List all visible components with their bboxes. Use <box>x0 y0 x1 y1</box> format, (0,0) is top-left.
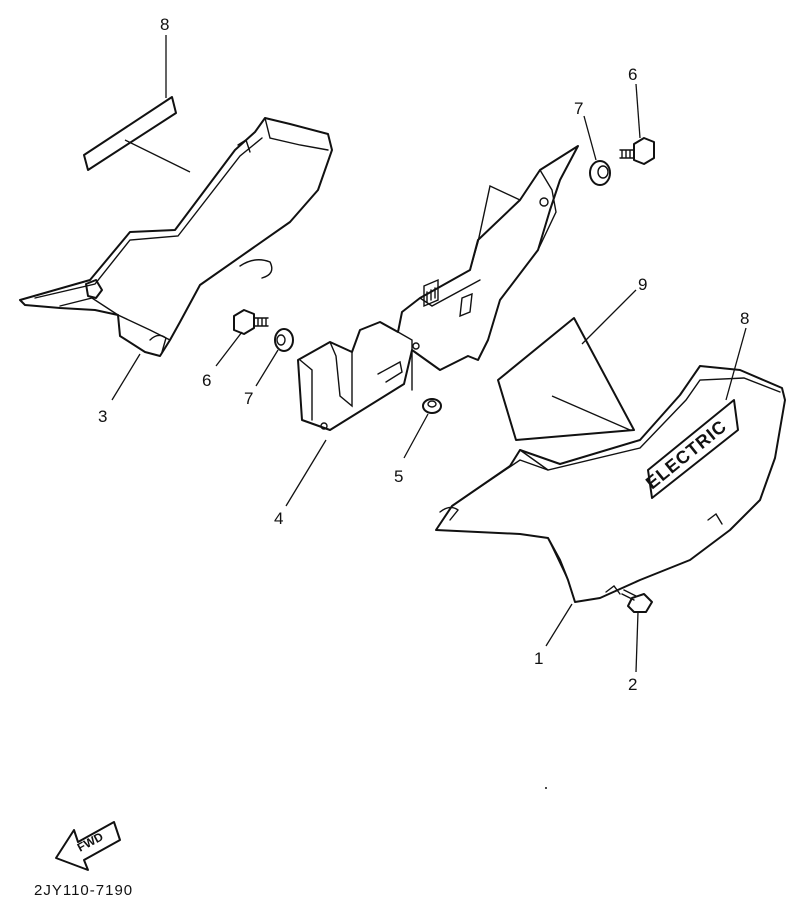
callout-labels: 8 3 6 7 4 5 7 6 9 8 1 2 <box>98 15 749 694</box>
print-dot <box>545 787 547 789</box>
leader-lines <box>111 35 747 673</box>
grommet <box>422 398 442 414</box>
bolt-left <box>233 309 269 335</box>
emblem-text: ELECTRIC <box>642 416 731 493</box>
damper-left <box>274 328 294 352</box>
callout-5: 5 <box>394 467 403 486</box>
callout-8-right: 8 <box>740 309 749 328</box>
callout-7-right: 7 <box>574 99 583 118</box>
decal-sheet <box>497 317 635 441</box>
bolt-right <box>619 137 655 165</box>
damper-right <box>589 160 611 186</box>
callout-1: 1 <box>534 649 543 668</box>
decal-strip-left <box>83 96 177 171</box>
diagram-code: 2JY110-7190 <box>34 882 133 899</box>
callout-6-right: 6 <box>628 65 637 84</box>
side-cover-bracket <box>297 145 579 431</box>
side-cover-right <box>435 365 786 603</box>
electric-emblem-decal: ELECTRIC <box>642 399 739 499</box>
callout-4: 4 <box>274 509 283 528</box>
callout-3: 3 <box>98 407 107 426</box>
grommet-stud-left <box>85 279 103 299</box>
forward-arrow-icon: FWD <box>55 821 121 871</box>
callout-2: 2 <box>628 675 637 694</box>
screw <box>621 589 653 613</box>
callout-9: 9 <box>638 275 647 294</box>
callout-8-left: 8 <box>160 15 169 34</box>
callout-6-left: 6 <box>202 371 211 390</box>
side-cover-left <box>19 117 333 357</box>
callout-7-left: 7 <box>244 389 253 408</box>
